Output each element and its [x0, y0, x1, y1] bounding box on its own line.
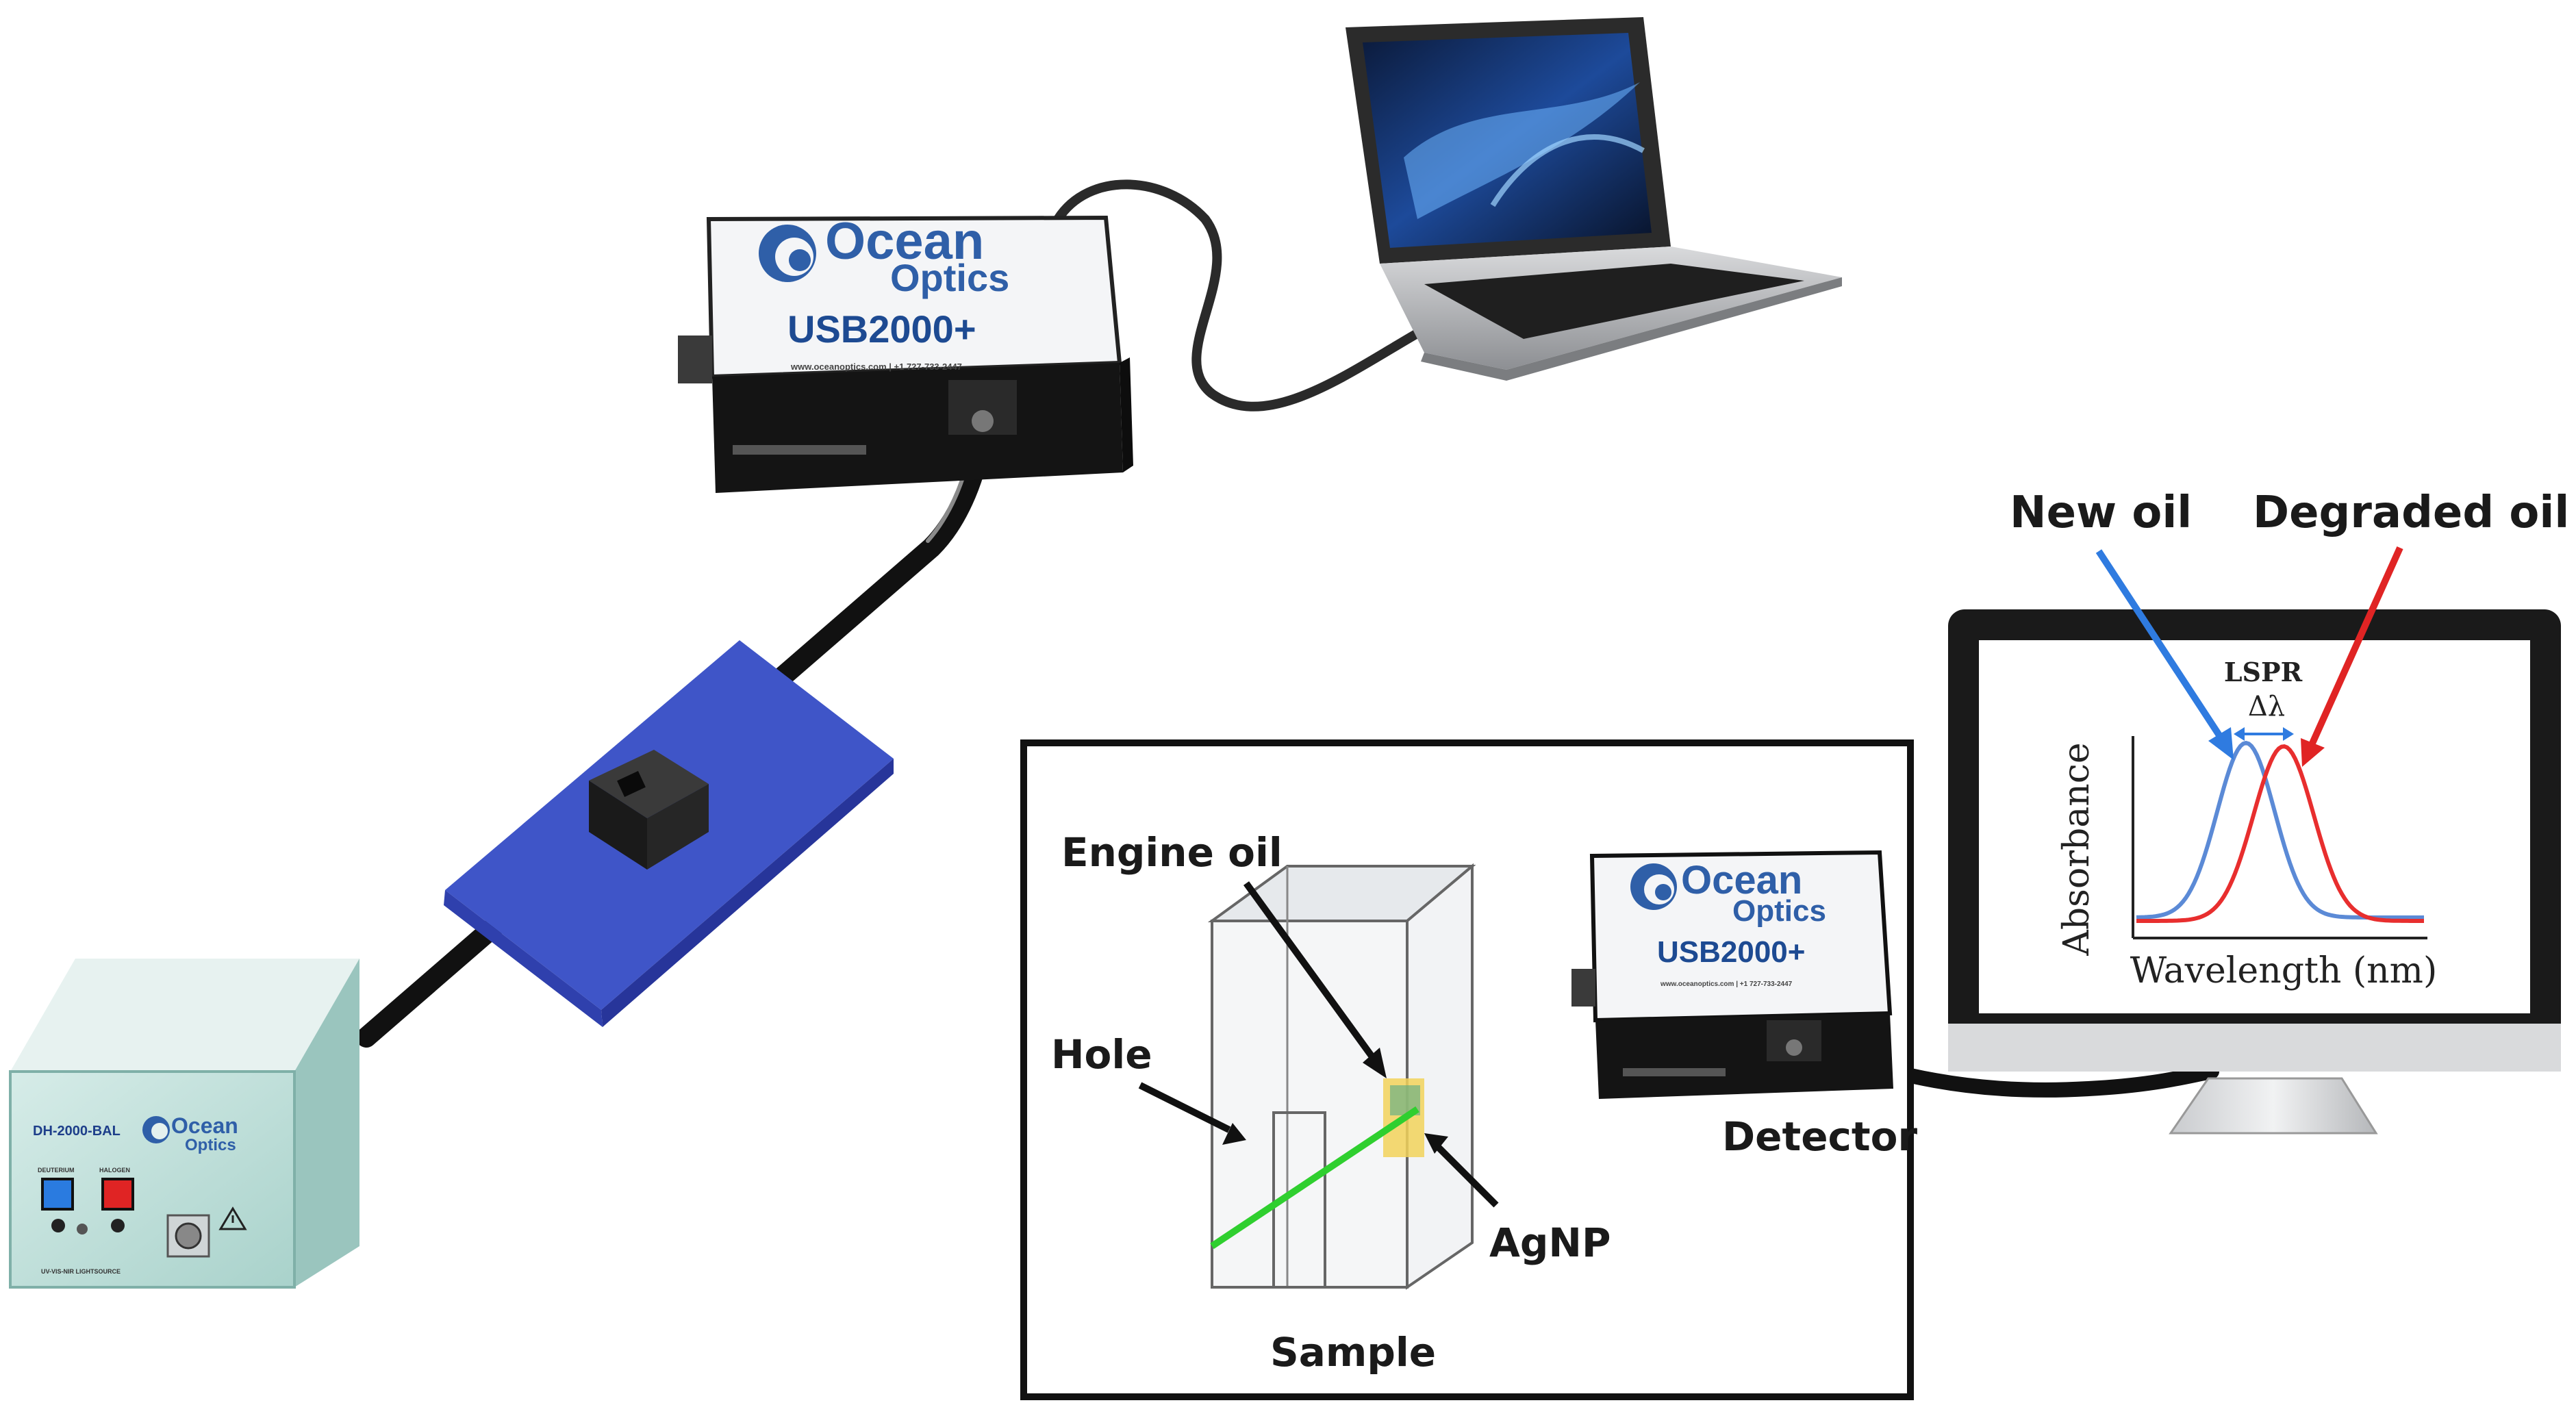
spectrometer-detector: Ocean Optics USB2000+ www.oceanoptics.co…: [1571, 850, 1917, 1160]
agnp-arrow: [1424, 1133, 1499, 1208]
detector-model-label: USB2000+: [1657, 935, 1805, 969]
sample-cuvette: [1207, 863, 1476, 1290]
ocean-optics-logo-icon: [759, 225, 816, 282]
light-source-model: DH-2000-BAL: [33, 1124, 121, 1139]
hole-label: Hole: [1051, 1031, 1152, 1078]
switch2-label: HALOGEN: [99, 1167, 130, 1174]
usb-cable: [1053, 179, 1450, 412]
deuterium-switch[interactable]: [41, 1178, 74, 1211]
sample-label: Sample: [1270, 1329, 1436, 1376]
shift-double-arrow: [2234, 727, 2294, 741]
agnp-label: AgNP: [1489, 1219, 1611, 1266]
cuvette-holder: [589, 750, 709, 870]
light-source-caption: UV-VIS-NIR LIGHTSOURCE: [41, 1268, 121, 1275]
light-source-brand-ocean: Ocean: [171, 1113, 238, 1138]
detector-logo-icon: [1630, 863, 1677, 910]
monitor: Absorbance Wavelength (nm) LSPR Δλ: [1948, 609, 2561, 1135]
absorbance-plot: Absorbance Wavelength (nm) LSPR Δλ: [2056, 657, 2437, 991]
detector-label: Detector: [1722, 1113, 1917, 1160]
hole-arrow: [1138, 1082, 1246, 1145]
spectrometer-top: Ocean Optics USB2000+ www.oceanoptics.co…: [678, 212, 1133, 493]
detector-brand-optics: Optics: [1732, 894, 1826, 928]
degraded-oil-curve: [2136, 744, 2424, 923]
lspr-label: LSPR: [2224, 657, 2303, 687]
detector-brand-ocean: Ocean: [1681, 858, 1802, 902]
switch1-label: DEUTERIUM: [38, 1167, 75, 1174]
degraded-oil-arrow: [2301, 546, 2403, 767]
engine-oil-arrow: [1243, 881, 1387, 1078]
model-label: USB2000+: [787, 307, 976, 351]
warning-icon: [218, 1206, 247, 1230]
engine-oil-label: Engine oil: [1061, 829, 1283, 876]
laptop: [1346, 17, 1842, 381]
brand-optics: Optics: [890, 256, 1009, 299]
new-oil-label: New oil: [2010, 488, 2192, 538]
light-source: DH-2000-BAL Ocean Optics DEUTERIUM HALOG…: [9, 959, 359, 1289]
contact-label: www.oceanoptics.com | +1 727-733-2447: [790, 362, 962, 372]
degraded-oil-label: Degraded oil: [2253, 488, 2569, 538]
brand-ocean: Ocean: [825, 212, 984, 270]
new-oil-arrow: [2095, 549, 2234, 760]
detector-contact-label: www.oceanoptics.com | +1 727-733-2447: [1660, 980, 1793, 988]
halogen-switch[interactable]: [101, 1178, 134, 1211]
x-axis-label: Wavelength (nm): [2130, 950, 2438, 991]
delta-lambda-label: Δλ: [2248, 691, 2285, 722]
y-axis-label: Absorbance: [2056, 742, 2097, 956]
light-source-brand-optics: Optics: [185, 1136, 236, 1154]
laser-beam: [1210, 1106, 1419, 1250]
